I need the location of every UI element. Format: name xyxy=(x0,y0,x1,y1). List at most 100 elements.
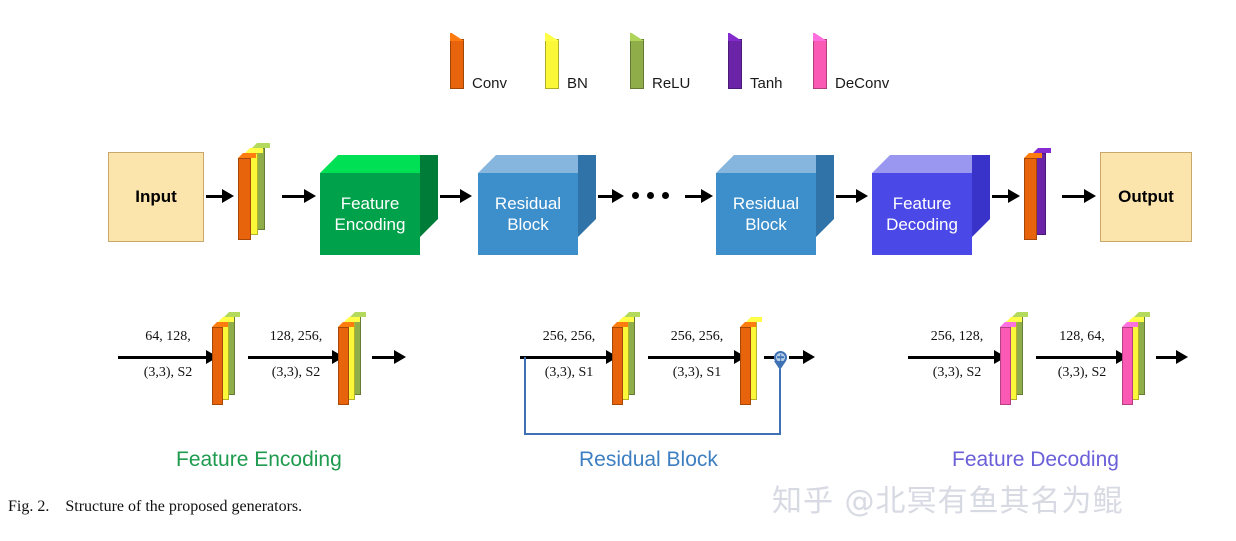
layer-plate-conv xyxy=(740,322,756,405)
block-residual-1-label-line2: Block xyxy=(507,215,549,234)
layer-plate-conv xyxy=(612,322,628,405)
arrow-shaft xyxy=(836,194,857,198)
block-residual-1-side-face xyxy=(578,155,596,237)
plate-top xyxy=(740,322,756,327)
plate-top xyxy=(1024,153,1042,158)
block-feature-encoding-side xyxy=(420,155,438,255)
ellipsis-dot xyxy=(632,192,639,199)
block-feature-encoding-side-face xyxy=(420,155,438,237)
plate-front xyxy=(740,327,751,405)
label-res-step-2-line1: 256, 256, xyxy=(670,329,724,344)
plate-top-face xyxy=(1000,322,1016,327)
block-residual-2-side xyxy=(816,155,834,255)
arrow-shaft xyxy=(1036,355,1117,359)
plate-top-face xyxy=(238,153,256,158)
arrow-head xyxy=(1008,189,1020,203)
label-enc-step-1-line1: 64, 128, xyxy=(145,329,191,344)
legend-chip-tanh xyxy=(728,33,742,89)
plate-front xyxy=(1000,327,1011,405)
input-label: Input xyxy=(135,187,177,206)
plate-top xyxy=(238,153,256,158)
label-dec-step-2-line1: 128, 64, xyxy=(1059,329,1105,344)
plate-top-face xyxy=(212,322,228,327)
skip-vert-right xyxy=(779,369,781,435)
label-dec-step-2: 128, 64,(3,3), S2 xyxy=(1036,327,1128,384)
arrow-head xyxy=(460,189,472,203)
legend-chip-conv xyxy=(450,33,464,89)
arrow-head xyxy=(856,189,868,203)
arrow-shaft xyxy=(206,194,223,198)
arrow-res-to-plus xyxy=(764,355,774,359)
plate-front xyxy=(212,327,223,405)
plate-top-face xyxy=(1024,153,1042,158)
label-enc-step-2-line2: (3,3), S2 xyxy=(271,365,321,381)
arrow-shaft xyxy=(1156,355,1177,359)
plate-front xyxy=(1122,327,1133,405)
arrow-head xyxy=(701,189,713,203)
plate-top-face xyxy=(740,322,756,327)
label-res-step-2-line2: (3,3), S1 xyxy=(672,365,722,381)
label-enc-step-1: 64, 128,(3,3), S2 xyxy=(118,327,218,384)
arrow-shaft xyxy=(520,355,607,359)
arrow-shaft xyxy=(685,194,702,198)
block-residual-2-label-line2: Block xyxy=(745,215,787,234)
label-res-step-1: 256, 256,(3,3), S1 xyxy=(520,327,618,384)
plate-front xyxy=(238,158,251,240)
label-dec-step-1-line1: 256, 128, xyxy=(930,329,984,344)
label-enc-step-2-line1: 128, 256, xyxy=(269,329,323,344)
label-dec-step-1: 256, 128, (3,3), S2 xyxy=(908,327,1006,384)
block-feature-encoding-label-line2: Encoding xyxy=(334,215,406,234)
arrow-shaft xyxy=(908,355,995,359)
ellipsis-dot xyxy=(647,192,654,199)
label-dec-step-1-line2: (3,3), S2 xyxy=(932,365,982,381)
arrow-head xyxy=(304,189,316,203)
label-res-step-1-line2: (3,3), S1 xyxy=(544,365,594,381)
ellipsis-dots xyxy=(632,192,669,199)
figure-caption: Fig. 2. Structure of the proposed genera… xyxy=(8,498,303,515)
layer-plate-conv xyxy=(238,153,256,240)
block-residual-2-label-line1: Residual xyxy=(732,193,800,213)
skip-vert-left xyxy=(524,357,526,435)
output-box: Output xyxy=(1100,152,1192,242)
add-operator xyxy=(774,350,787,364)
section-title-residual-block: Residual Block xyxy=(579,448,718,471)
layer-plate-deconv xyxy=(1122,322,1138,405)
plate-front xyxy=(1024,158,1037,240)
plate-front xyxy=(612,327,623,405)
ellipsis-dot xyxy=(662,192,669,199)
arrow-head xyxy=(394,350,406,364)
arrow-shaft xyxy=(282,194,305,198)
legend-chip-bn xyxy=(545,33,559,89)
arrow-head xyxy=(612,189,624,203)
legend-label-tanh: Tanh xyxy=(750,75,783,92)
arrow-shaft xyxy=(1062,194,1085,198)
arrow-head xyxy=(1084,189,1096,203)
arrow-head xyxy=(803,350,815,364)
block-residual-1-side xyxy=(578,155,596,255)
arrow-shaft xyxy=(118,355,207,359)
plate-top xyxy=(1122,322,1138,327)
skip-horiz xyxy=(524,433,781,435)
plate-top xyxy=(338,322,354,327)
legend-label-deconv: DeConv xyxy=(835,75,890,92)
legend-chip-relu xyxy=(630,33,644,89)
plate-top xyxy=(612,322,628,327)
arrow-shaft xyxy=(248,355,333,359)
label-enc-step-2: 128, 256, (3,3), S2 xyxy=(248,327,344,384)
section-title-feature-decoding: Feature Decoding xyxy=(952,448,1119,471)
skip-arrow-head xyxy=(774,361,786,370)
plate-top xyxy=(1000,322,1016,327)
block-feature-decoding-label-line2: Decoding xyxy=(886,215,958,234)
block-feature-decoding-label-line1: Feature xyxy=(892,193,952,213)
block-feature-decoding-side-face xyxy=(972,155,990,237)
arrow-shaft xyxy=(992,194,1009,198)
layer-plate-conv xyxy=(212,322,228,405)
